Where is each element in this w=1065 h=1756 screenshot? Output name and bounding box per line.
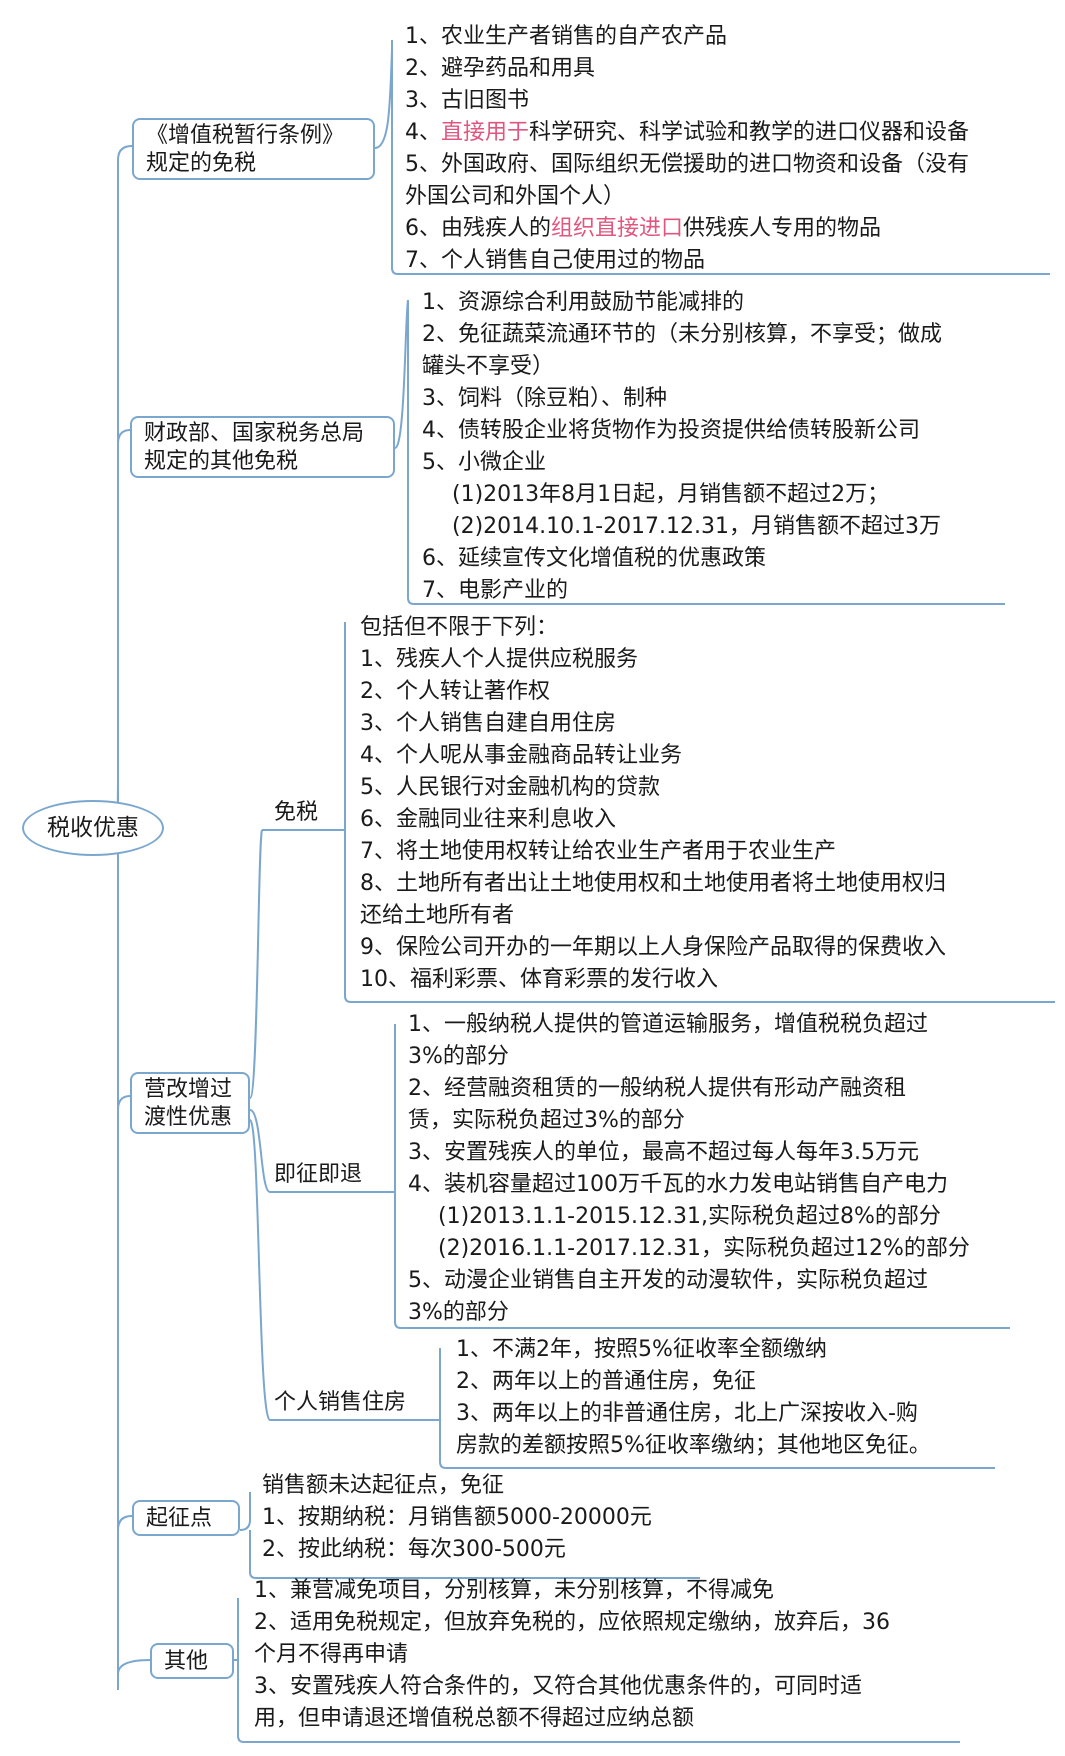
other-exempt-items: 1、资源综合利用鼓励节能减排的 2、免征蔬菜流通环节的（未分别核算，不享受；做成… <box>422 287 942 607</box>
node-vat-exempt-line2: 规定的免税 <box>146 151 257 176</box>
others-item-3-cont: 用，但申请退还增值税总额不得超过应纳总额 <box>254 1706 695 1731</box>
transition-exempt-items: 包括但不限于下列： 1、残疾人个人提供应税服务 2、个人转让著作权 3、个人销售… <box>360 612 946 996</box>
node-other-exempt-line1: 财政部、国家税务总局 <box>144 421 365 446</box>
other-exempt-item-5-sub-1: (1)2013年8月1日起，月销售额不超过2万； <box>452 482 890 507</box>
vat-exempt-item-6-highlight: 组织直接进口 <box>551 216 684 241</box>
transition-refund-item-5-cont: 3%的部分 <box>408 1300 509 1325</box>
transition-housing-item-1: 1、不满2年，按照5%征收率全额缴纳 <box>456 1337 827 1362</box>
vat-exempt-item-3: 3、古旧图书 <box>405 88 529 113</box>
threshold-item-1: 1、按期纳税：月销售额5000-20000元 <box>262 1505 652 1530</box>
transition-exempt-item-4: 4、个人呢从事金融商品转让业务 <box>360 743 682 768</box>
node-vat-exempt: 《增值税暂行条例》 规定的免税 <box>132 118 375 180</box>
other-exempt-item-2: 2、免征蔬菜流通环节的（未分别核算，不享受；做成 <box>422 322 942 347</box>
transition-refund-item-2: 2、经营融资租赁的一般纳税人提供有形动产融资租 <box>408 1076 906 1101</box>
transition-exempt-item-8: 8、土地所有者出让土地使用权和土地使用者将土地使用权归 <box>360 871 946 896</box>
vat-exempt-item-2: 2、避孕药品和用具 <box>405 56 595 81</box>
transition-refund-item-4: 4、装机容量超过100万千瓦的水力发电站销售自产电力 <box>408 1172 948 1197</box>
node-others: 其他 <box>150 1643 234 1679</box>
others-item-2-cont: 个月不得再申请 <box>254 1642 409 1667</box>
transition-refund-item-2-cont: 赁，实际税负超过3%的部分 <box>408 1108 685 1133</box>
vat-exempt-item-4-highlight: 直接用于 <box>441 120 530 145</box>
threshold-items: 销售额未达起征点，免征 1、按期纳税：月销售额5000-20000元 2、按此纳… <box>262 1470 652 1566</box>
node-threshold: 起征点 <box>132 1500 240 1536</box>
vat-exempt-items: 1、农业生产者销售的自产农产品 2、避孕药品和用具 3、古旧图书 4、直接用于科… <box>405 21 969 277</box>
transition-exempt-item-10: 10、福利彩票、体育彩票的发行收入 <box>360 967 718 992</box>
transition-exempt-item-2: 2、个人转让著作权 <box>360 679 550 704</box>
other-exempt-item-6: 6、延续宣传文化增值税的优惠政策 <box>422 546 766 571</box>
transition-exempt-item-7: 7、将土地使用权转让给农业生产者用于农业生产 <box>360 839 836 864</box>
vat-exempt-item-5: 5、外国政府、国际组织无偿援助的进口物资和设备（没有 <box>405 152 969 177</box>
transition-exempt-item-3: 3、个人销售自建自用住房 <box>360 711 616 736</box>
other-exempt-item-2-cont: 罐头不享受） <box>422 354 555 379</box>
transition-exempt-item-5: 5、人民银行对金融机构的贷款 <box>360 775 660 800</box>
transition-refund-item-4-sub-2: (2)2016.1.1-2017.12.31，实际税负超过12%的部分 <box>438 1236 970 1261</box>
root-node: 税收优惠 <box>22 800 164 856</box>
others-item-2: 2、适用免税规定，但放弃免税的，应依照规定缴纳，放弃后，36 <box>254 1610 890 1635</box>
others-items: 1、兼营减免项目，分别核算，未分别核算，不得减免 2、适用免税规定，但放弃免税的… <box>254 1575 890 1735</box>
threshold-item-2: 2、按此纳税：每次300-500元 <box>262 1537 566 1562</box>
transition-exempt-item-6: 6、金融同业往来利息收入 <box>360 807 616 832</box>
vat-exempt-item-6-post: 供残疾人专用的物品 <box>683 216 882 241</box>
transition-exempt-item-9: 9、保险公司开办的一年期以上人身保险产品取得的保费收入 <box>360 935 946 960</box>
transition-exempt-item-1: 1、残疾人个人提供应税服务 <box>360 647 638 672</box>
other-exempt-item-5-sub-2: (2)2014.10.1-2017.12.31，月销售额不超过3万 <box>452 514 942 539</box>
other-exempt-item-1: 1、资源综合利用鼓励节能减排的 <box>422 290 744 315</box>
label-transition-housing: 个人销售住房 <box>274 1390 407 1415</box>
vat-exempt-item-6: 6、由残疾人的组织直接进口供残疾人专用的物品 <box>405 213 969 245</box>
node-other-exempt: 财政部、国家税务总局 规定的其他免税 <box>130 416 395 478</box>
vat-exempt-item-7: 7、个人销售自己使用过的物品 <box>405 248 705 273</box>
transition-housing-item-3: 3、两年以上的非普通住房，北上广深按收入-购 <box>456 1401 918 1426</box>
transition-exempt-intro: 包括但不限于下列： <box>360 615 559 640</box>
transition-refund-item-1: 1、一般纳税人提供的管道运输服务，增值税税负超过 <box>408 1012 928 1037</box>
transition-housing-items: 1、不满2年，按照5%征收率全额缴纳 2、两年以上的普通住房，免征 3、两年以上… <box>456 1334 931 1462</box>
node-transition-line2: 渡性优惠 <box>144 1105 233 1130</box>
others-item-1: 1、兼营减免项目，分别核算，未分别核算，不得减免 <box>254 1578 774 1603</box>
transition-housing-item-2: 2、两年以上的普通住房，免征 <box>456 1369 756 1394</box>
transition-refund-item-4-sub-1: (1)2013.1.1-2015.12.31,实际税负超过8%的部分 <box>438 1204 941 1229</box>
transition-refund-item-3: 3、安置残疾人的单位，最高不超过每人每年3.5万元 <box>408 1140 919 1165</box>
other-exempt-item-5: 5、小微企业 <box>422 450 546 475</box>
other-exempt-item-4: 4、债转股企业将货物作为投资提供给债转股新公司 <box>422 418 920 443</box>
others-item-3: 3、安置残疾人符合条件的，又符合其他优惠条件的，可同时适 <box>254 1674 862 1699</box>
transition-refund-items: 1、一般纳税人提供的管道运输服务，增值税税负超过 3%的部分 2、经营融资租赁的… <box>408 1009 970 1329</box>
node-transition: 营改增过 渡性优惠 <box>130 1072 250 1134</box>
node-other-exempt-line2: 规定的其他免税 <box>144 449 299 474</box>
transition-housing-item-3-cont: 房款的差额按照5%征收率缴纳；其他地区免征。 <box>456 1433 931 1458</box>
other-exempt-item-3: 3、饲料（除豆粕）、制种 <box>422 386 667 411</box>
other-exempt-item-7: 7、电影产业的 <box>422 578 568 603</box>
transition-refund-item-1-cont: 3%的部分 <box>408 1044 509 1069</box>
transition-exempt-item-8-cont: 还给土地所有者 <box>360 903 515 928</box>
transition-refund-item-5: 5、动漫企业销售自主开发的动漫软件，实际税负超过 <box>408 1268 928 1293</box>
vat-exempt-item-4-post: 科学研究、科学试验和教学的进口仪器和设备 <box>529 120 970 145</box>
vat-exempt-item-5-cont: 外国公司和外国个人） <box>405 184 626 209</box>
vat-exempt-item-1: 1、农业生产者销售的自产农产品 <box>405 24 727 49</box>
label-transition-exempt: 免税 <box>274 800 319 825</box>
node-vat-exempt-line1: 《增值税暂行条例》 <box>146 123 345 148</box>
vat-exempt-item-6-pre: 6、由残疾人的 <box>405 216 551 241</box>
threshold-intro: 销售额未达起征点，免征 <box>262 1473 505 1498</box>
label-transition-refund: 即征即退 <box>274 1162 363 1187</box>
node-transition-line1: 营改增过 <box>144 1077 233 1102</box>
vat-exempt-item-4-pre: 4、 <box>405 120 441 145</box>
vat-exempt-item-4: 4、直接用于科学研究、科学试验和教学的进口仪器和设备 <box>405 117 969 149</box>
